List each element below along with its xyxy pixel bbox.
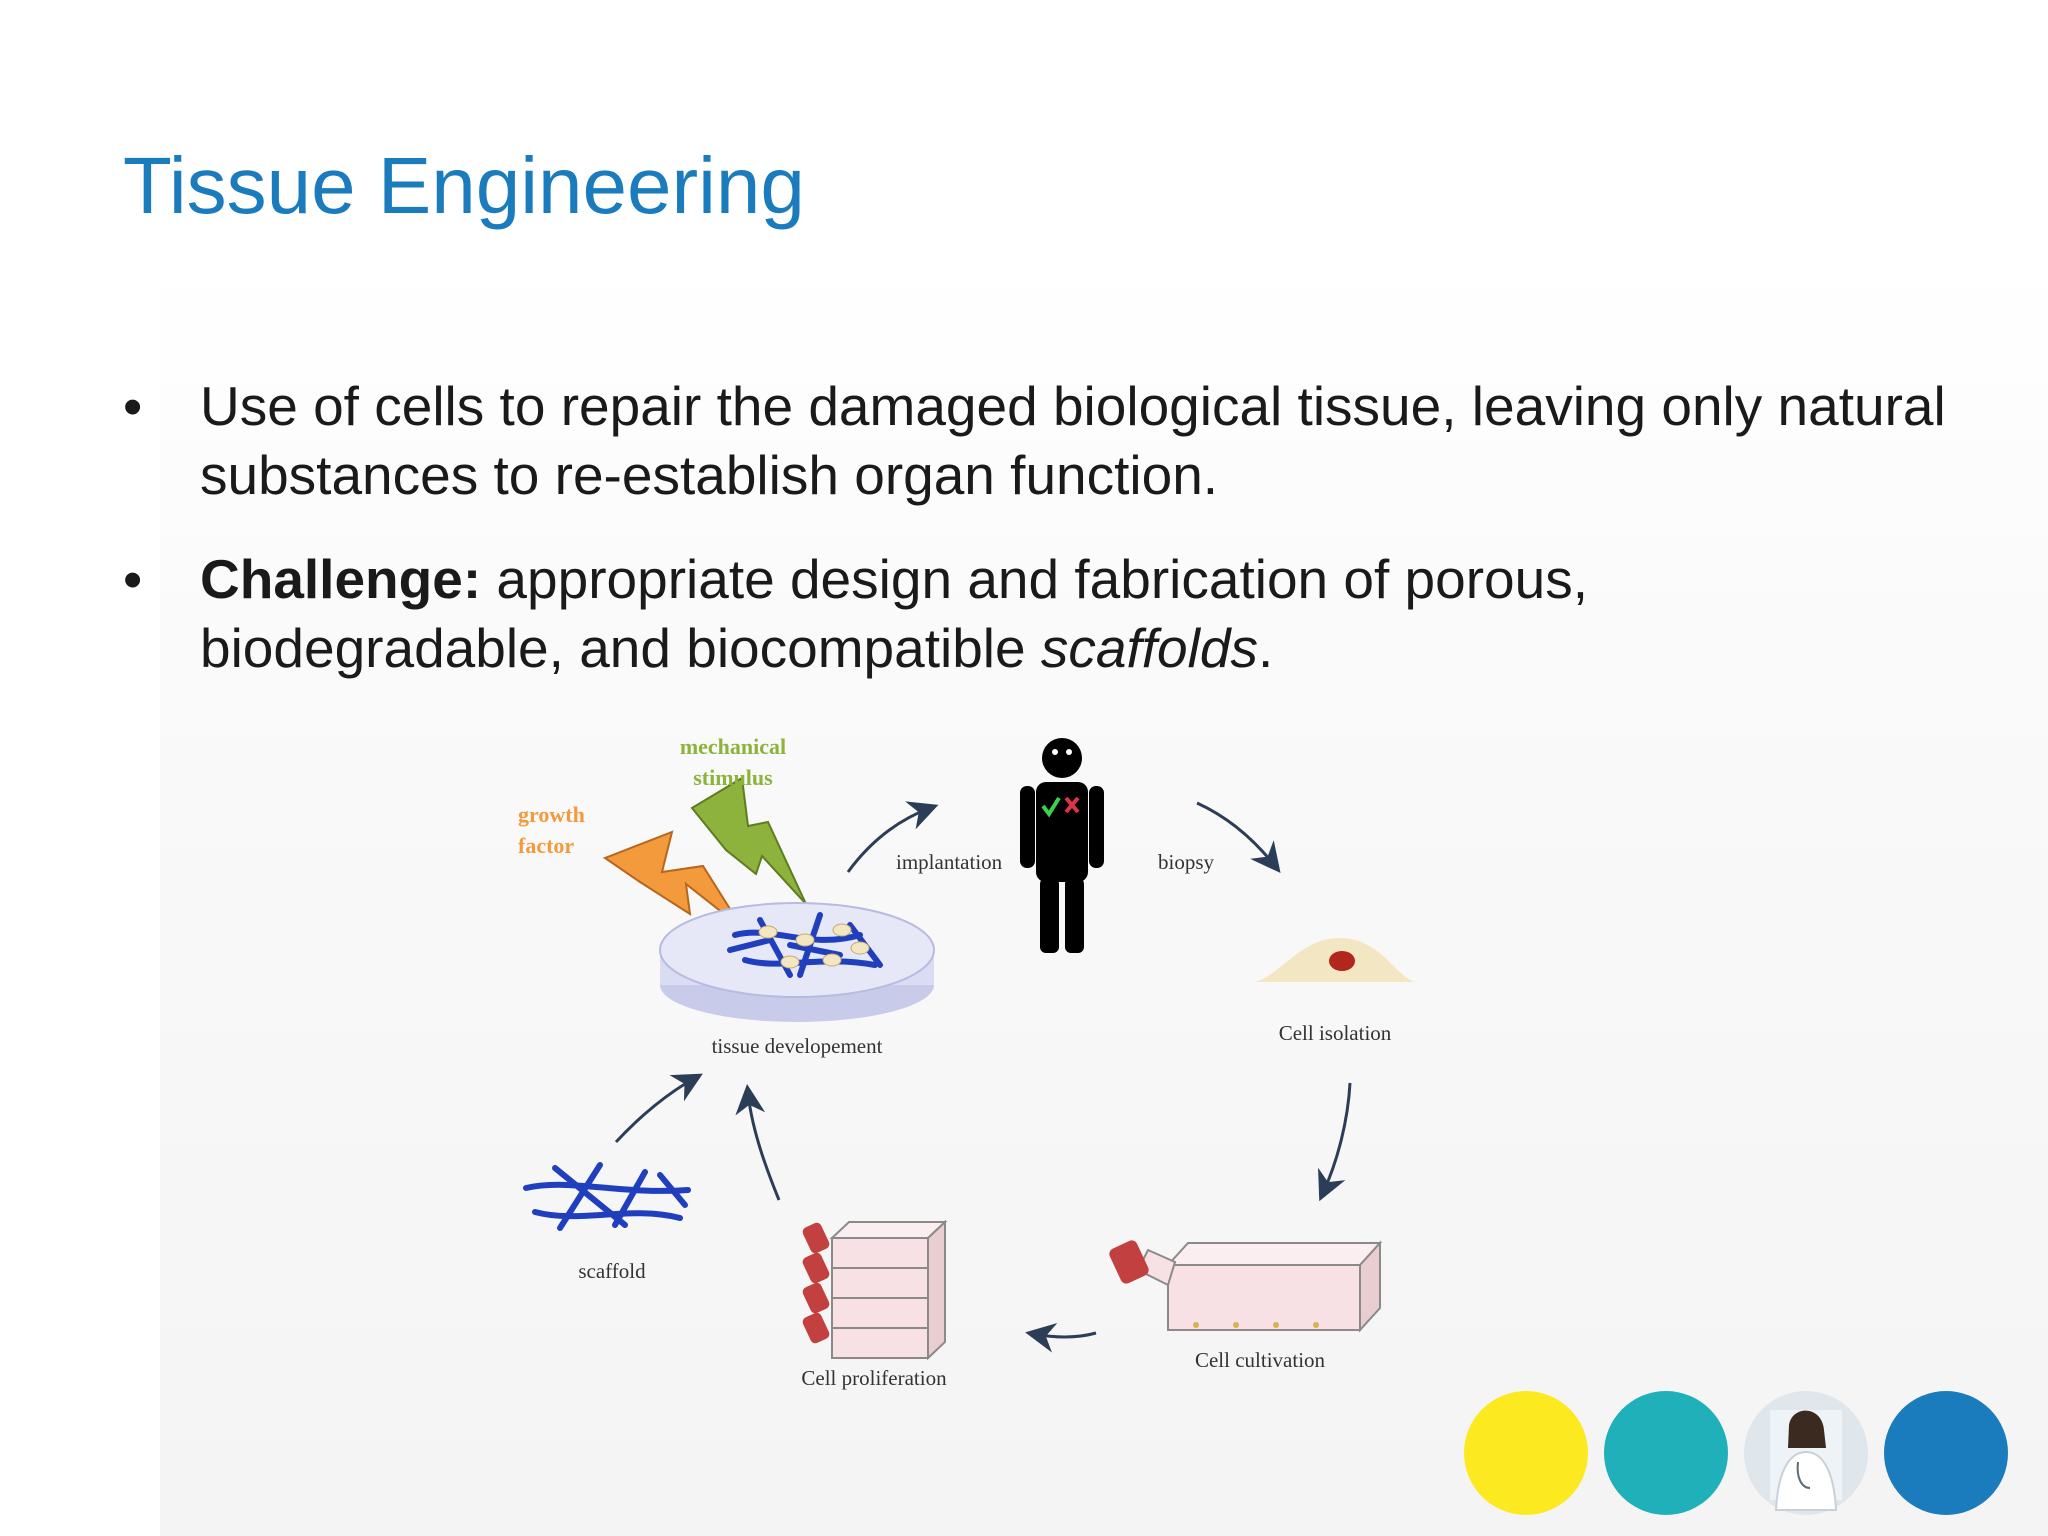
bullet-2-text: Challenge: appropriate design and fabric…: [200, 545, 1950, 683]
doctor-photo-circle: [1744, 1391, 1868, 1515]
proliferation-flasks-icon: [802, 1219, 948, 1361]
bullet-1-text: Use of cells to repair the damaged biolo…: [200, 375, 1946, 506]
tissue-label: tissue developement: [712, 1034, 883, 1058]
biopsy-label: biopsy: [1158, 850, 1215, 874]
tissue-dish-illustration: [659, 902, 935, 1022]
cultivation-flask-icon: [1109, 1240, 1383, 1333]
challenge-text: appropriate design and fabrication of po…: [200, 548, 1589, 679]
blue-circle: [1884, 1391, 2008, 1515]
human-figure-icon: [1020, 738, 1104, 953]
cell-proliferation-label: Cell proliferation: [801, 1366, 947, 1390]
decorative-circles: [1464, 1391, 2008, 1515]
mechanical-label-1: mechanical: [680, 734, 786, 759]
teal-circle: [1604, 1391, 1728, 1515]
yellow-circle: [1464, 1391, 1588, 1515]
challenge-label: Challenge:: [200, 548, 482, 610]
bullet-marker: •: [123, 548, 143, 610]
sentence-end: .: [1257, 617, 1274, 679]
slide-title: Tissue Engineering: [123, 141, 805, 230]
cell-isolation-label: Cell isolation: [1279, 1021, 1392, 1045]
cell-cultivation-label: Cell cultivation: [1195, 1348, 1326, 1372]
slide-background: [160, 260, 2048, 1536]
cycle-arrows: [614, 801, 1352, 1353]
growth-label-1: growth: [518, 802, 585, 827]
tissue-engineering-cycle-diagram: mechanical stimulus growth factor tissue…: [518, 734, 1415, 1390]
implantation-label: implantation: [896, 850, 1003, 874]
bullet-marker: •: [123, 375, 143, 437]
scaffolds-word: scaffolds: [1040, 617, 1258, 679]
mechanical-label-2: stimulus: [693, 765, 773, 790]
scaffold-label: scaffold: [578, 1259, 646, 1283]
isolated-cell-icon: [1255, 938, 1415, 982]
growth-label-2: factor: [518, 833, 574, 858]
scaffold-icon: [523, 1162, 691, 1231]
